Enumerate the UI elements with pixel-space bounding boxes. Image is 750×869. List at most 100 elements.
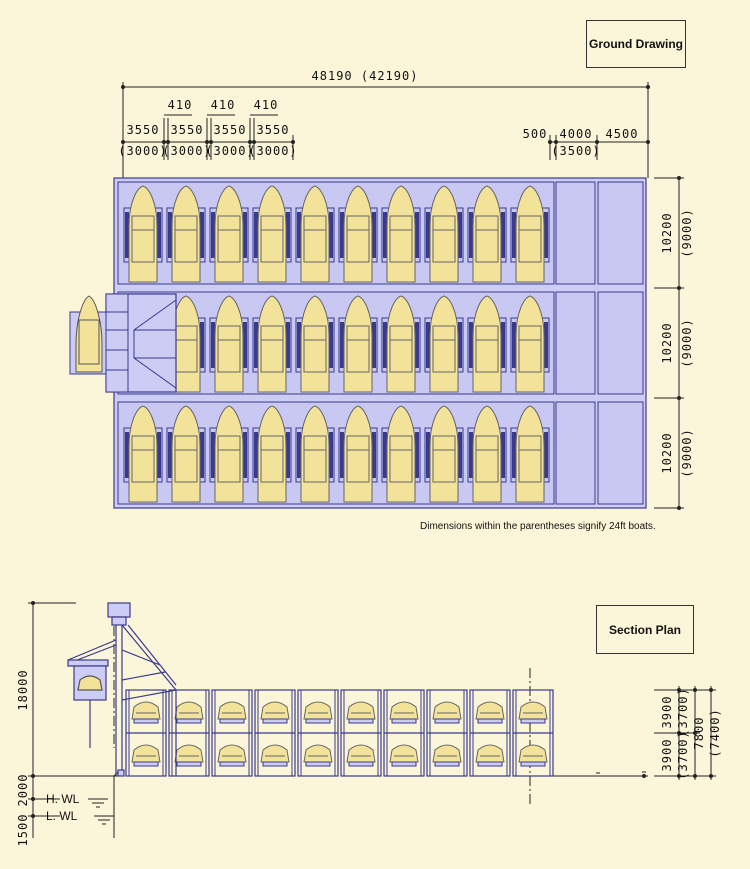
plan-boat [424,405,464,503]
aisle-cell-3b [597,401,644,505]
plan-boat [295,185,335,283]
plan-boat [252,405,292,503]
plan-boat [338,295,378,393]
parentheses-note: Dimensions within the parentheses signif… [420,521,656,532]
dimension-tick-dot [693,688,697,692]
section-racks [125,689,554,777]
section-rack-bay [211,689,253,777]
dimension-tick-dot [121,140,125,144]
dimension-tick-dot [693,774,697,778]
upper-tier-label: 3900 [660,696,674,729]
dimension-tick-dot [677,688,681,692]
upper-tier-alt-label: (3700) [676,687,690,736]
dimension-tick-dot [31,814,35,818]
ground-plan [69,177,647,509]
bay-label-3: 3550 [214,123,247,137]
plan-boat [209,185,249,283]
dimension-tick-dots [121,85,681,510]
plan-boat [381,295,421,393]
plan-boat [338,405,378,503]
dimension-tick-dot [252,140,256,144]
plan-boats [123,185,550,503]
dimension-tick-dot [677,176,681,180]
bay-alt-label-1: (3000) [118,144,167,158]
dimension-tick-dot [646,85,650,89]
right-4000-label: 4000 [560,127,593,141]
plan-boat [123,185,163,283]
launch-carriage [69,293,177,393]
plan-boat [424,185,464,283]
gap-label-3: 410 [254,98,279,112]
section-rack-bay [469,689,511,777]
aisle-cell-2b [597,291,644,395]
row3-alt-label: (9000) [680,428,694,477]
plan-boat [295,405,335,503]
gap-label-1: 410 [168,98,193,112]
section-plan: 18000 2000 1500 H. WL L. WL 3900 3900 (3… [16,601,722,846]
bay-label-4: 3550 [257,123,290,137]
aisle-cell-3a [555,401,596,505]
section-tick-dots [31,601,713,818]
plan-boat [295,295,335,393]
section-rack-bay [340,689,382,777]
aisle-cell-1a [555,181,596,285]
plan-boat [123,405,163,503]
dimension-tick-dot [677,506,681,510]
section-plan-title: Section Plan [596,605,694,654]
high-water-level-label: H. WL [46,792,80,806]
plan-boat [381,405,421,503]
right-500-label: 500 [523,127,548,141]
bay-alt-label-2: (3000) [162,144,211,158]
lower-tier-alt-label: (3700) [676,730,690,779]
section-rack-bay [297,689,339,777]
total-height-label: 7800 [692,717,706,750]
right-4500-label: 4500 [606,127,639,141]
plan-boat [424,295,464,393]
dimension-tick-dot [677,731,681,735]
section-rack-bay [125,689,167,777]
bay-label-1: 3550 [127,123,160,137]
dimension-tick-dot [642,774,646,778]
plan-boat [252,295,292,393]
low-water-level-label: L. WL [46,809,78,823]
dimension-tick-dot [162,140,166,144]
plan-boat [252,185,292,283]
row3-label: 10200 [660,432,674,473]
dimension-tick-dot [554,140,558,144]
section-rack-bay [383,689,425,777]
dimension-tick-dot [291,140,295,144]
section-rack-bay [426,689,468,777]
section-rack-bay [254,689,296,777]
dimension-tick-dot [31,797,35,801]
row1-label: 10200 [660,212,674,253]
row1-alt-label: (9000) [680,208,694,257]
plan-boat [338,185,378,283]
plan-boat [510,295,550,393]
dimension-tick-dot [121,85,125,89]
dimension-tick-dot [209,140,213,144]
crane-tower [67,602,177,777]
dimension-tick-dot [248,140,252,144]
dimension-tick-dot [677,396,681,400]
dimension-tick-dot [595,140,599,144]
dimension-tick-dot [166,140,170,144]
plan-boat [209,405,249,503]
bay-alt-label-4: (3000) [248,144,297,158]
plan-boat [467,295,507,393]
plan-boat [209,295,249,393]
plan-boat [467,405,507,503]
plan-boat [467,185,507,283]
dimension-tick-dot [205,140,209,144]
dimension-tick-dot [31,601,35,605]
dimension-tick-dot [709,774,713,778]
bay-alt-label-3: (3000) [205,144,254,158]
aisle-cell-1b [597,181,644,285]
lower-tier-label: 3900 [660,739,674,772]
section-rack-bay [168,689,210,777]
dimension-tick-dot [548,140,552,144]
total-height-alt-label: (7400) [708,708,722,757]
dimension-tick-dot [709,688,713,692]
plan-boat [166,185,206,283]
height-18000-label: 18000 [16,669,30,710]
